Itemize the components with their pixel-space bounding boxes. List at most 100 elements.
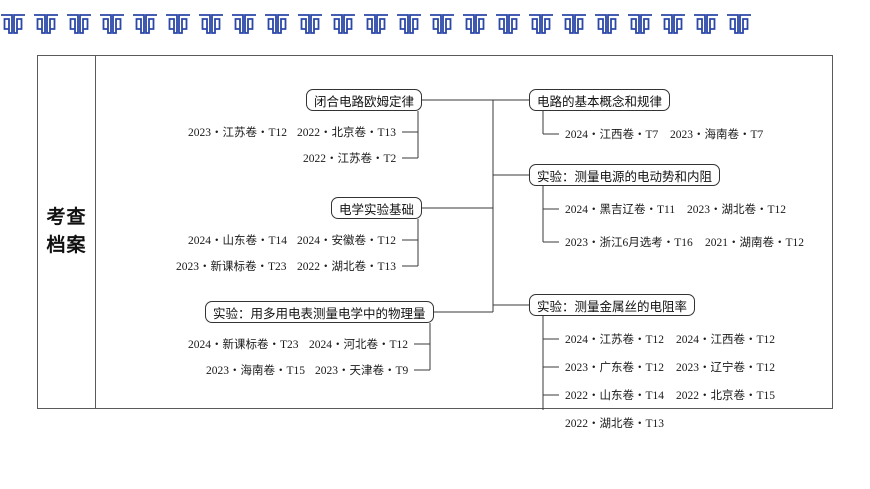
greek-key-glyph <box>79 14 91 34</box>
greek-key-glyph <box>100 14 112 34</box>
greek-key-glyph <box>46 14 58 34</box>
greek-key-glyph <box>442 14 454 34</box>
greek-key-glyph <box>13 14 25 34</box>
greek-key-glyph <box>508 14 520 34</box>
greek-key-glyph <box>607 14 619 34</box>
greek-key-pair <box>528 14 554 34</box>
archive-frame: 考查 档案 闭合电路欧姆定律 2022・北京卷・T13 2023・江苏卷・T12 20… <box>37 55 833 430</box>
greek-key-glyph <box>706 14 718 34</box>
node-emf-internal-resistance[interactable]: 实验：测量电源的电动势和内阻 <box>529 164 721 186</box>
greek-key-pair <box>693 14 719 34</box>
greek-key-glyph <box>343 14 355 34</box>
greek-key-glyph <box>496 14 508 34</box>
greek-key-pair <box>462 14 488 34</box>
greek-key-glyph <box>310 14 322 34</box>
greek-key-glyph <box>211 14 223 34</box>
greek-key-glyph <box>475 14 487 34</box>
greek-key-pair <box>231 14 257 34</box>
exam-entry: 2022・江苏卷・T2 <box>303 153 397 165</box>
exam-entry: 2023・海南卷・T7 <box>670 129 764 141</box>
greek-key-glyph <box>331 14 343 34</box>
exam-entry: 2023・湖北卷・T12 <box>687 204 787 216</box>
greek-key-glyph <box>430 14 442 34</box>
exam-entry: 2023・广东卷・T12 <box>565 362 665 374</box>
exam-entry: 2023・浙江6月选考・T16 <box>565 237 693 249</box>
page-title-line-2: 档案 <box>46 235 87 256</box>
frame-label-cell: 考查 档案 <box>38 56 96 408</box>
greek-key-glyph <box>67 14 79 34</box>
exam-entry: 2024・江西卷・T12 <box>676 334 776 346</box>
exam-entry: 2024・河北卷・T12 <box>309 339 409 351</box>
decorative-greek-key-border <box>0 10 870 38</box>
greek-key-glyph <box>463 14 475 34</box>
page-title: 考查 档案 <box>46 204 86 259</box>
greek-key-pair <box>0 14 26 34</box>
greek-key-pair <box>198 14 224 34</box>
greek-key-glyph <box>739 14 751 34</box>
greek-key-glyph <box>178 14 190 34</box>
greek-key-glyph <box>640 14 652 34</box>
exam-entry: 2024・江苏卷・T12 <box>565 334 665 346</box>
greek-key-pair <box>99 14 125 34</box>
greek-key-pair <box>429 14 455 34</box>
greek-key-pair <box>33 14 59 34</box>
node-multimeter[interactable]: 实验：用多用电表测量电学中的物理量 <box>205 301 434 323</box>
greek-key-glyph <box>133 14 145 34</box>
greek-key-glyph <box>541 14 553 34</box>
exam-entry: 2022・湖北卷・T13 <box>565 418 665 430</box>
greek-key-glyph <box>595 14 607 34</box>
exam-entry: 2024・新课标卷・T23 <box>188 339 299 351</box>
greek-key-glyph <box>166 14 178 34</box>
exam-entry: 2024・江西卷・T7 <box>565 129 659 141</box>
node-exp-basics[interactable]: 电学实验基础 <box>331 197 423 219</box>
greek-key-pair <box>495 14 521 34</box>
greek-key-pair <box>660 14 686 34</box>
greek-key-glyph <box>298 14 310 34</box>
greek-key-glyph <box>364 14 376 34</box>
greek-key-glyph <box>244 14 256 34</box>
greek-key-pair <box>330 14 356 34</box>
node-resistivity[interactable]: 实验：测量金属丝的电阻率 <box>529 294 696 316</box>
greek-key-pair <box>594 14 620 34</box>
greek-key-glyph <box>112 14 124 34</box>
greek-key-glyph <box>199 14 211 34</box>
exam-entry: 2023・辽宁卷・T12 <box>676 362 776 374</box>
greek-key-glyph <box>397 14 409 34</box>
greek-key-glyph <box>376 14 388 34</box>
greek-key-glyph <box>409 14 421 34</box>
exam-entry: 2024・安徽卷・T12 <box>297 235 397 247</box>
greek-key-glyph <box>529 14 541 34</box>
greek-key-glyph <box>265 14 277 34</box>
greek-key-pair <box>396 14 422 34</box>
exam-entry: 2022・山东卷・T14 <box>565 390 665 402</box>
exam-entry: 2021・湖南卷・T12 <box>705 237 805 249</box>
exam-entry: 2024・黑吉辽卷・T11 <box>565 204 676 216</box>
exam-entry: 2023・海南卷・T15 <box>206 365 306 377</box>
exam-entry: 2023・天津卷・T9 <box>315 365 409 377</box>
greek-key-glyph <box>727 14 739 34</box>
greek-key-glyph <box>1 14 13 34</box>
greek-key-pair <box>165 14 191 34</box>
exam-entry: 2023・江苏卷・T12 <box>188 127 288 139</box>
exam-entry: 2022・湖北卷・T13 <box>297 261 397 273</box>
greek-key-pair <box>297 14 323 34</box>
greek-key-glyph <box>694 14 706 34</box>
greek-key-pair <box>132 14 158 34</box>
node-ohm-law[interactable]: 闭合电路欧姆定律 <box>306 89 423 111</box>
greek-key-glyph <box>628 14 640 34</box>
greek-key-glyph <box>673 14 685 34</box>
exam-entry: 2022・北京卷・T15 <box>676 390 776 402</box>
page-title-line-1: 考查 <box>46 207 87 229</box>
greek-key-glyph <box>34 14 46 34</box>
exam-entry: 2023・新课标卷・T23 <box>176 261 287 273</box>
greek-key-pair <box>561 14 587 34</box>
greek-key-pair <box>363 14 389 34</box>
node-circuit-concepts[interactable]: 电路的基本概念和规律 <box>529 89 671 111</box>
greek-key-pair <box>264 14 290 34</box>
greek-key-pair <box>627 14 653 34</box>
connector-lines <box>402 99 559 410</box>
greek-key-glyph <box>574 14 586 34</box>
exam-entry: 2024・山东卷・T14 <box>188 235 288 247</box>
exam-entry: 2022・北京卷・T13 <box>297 127 397 139</box>
greek-key-glyph <box>232 14 244 34</box>
